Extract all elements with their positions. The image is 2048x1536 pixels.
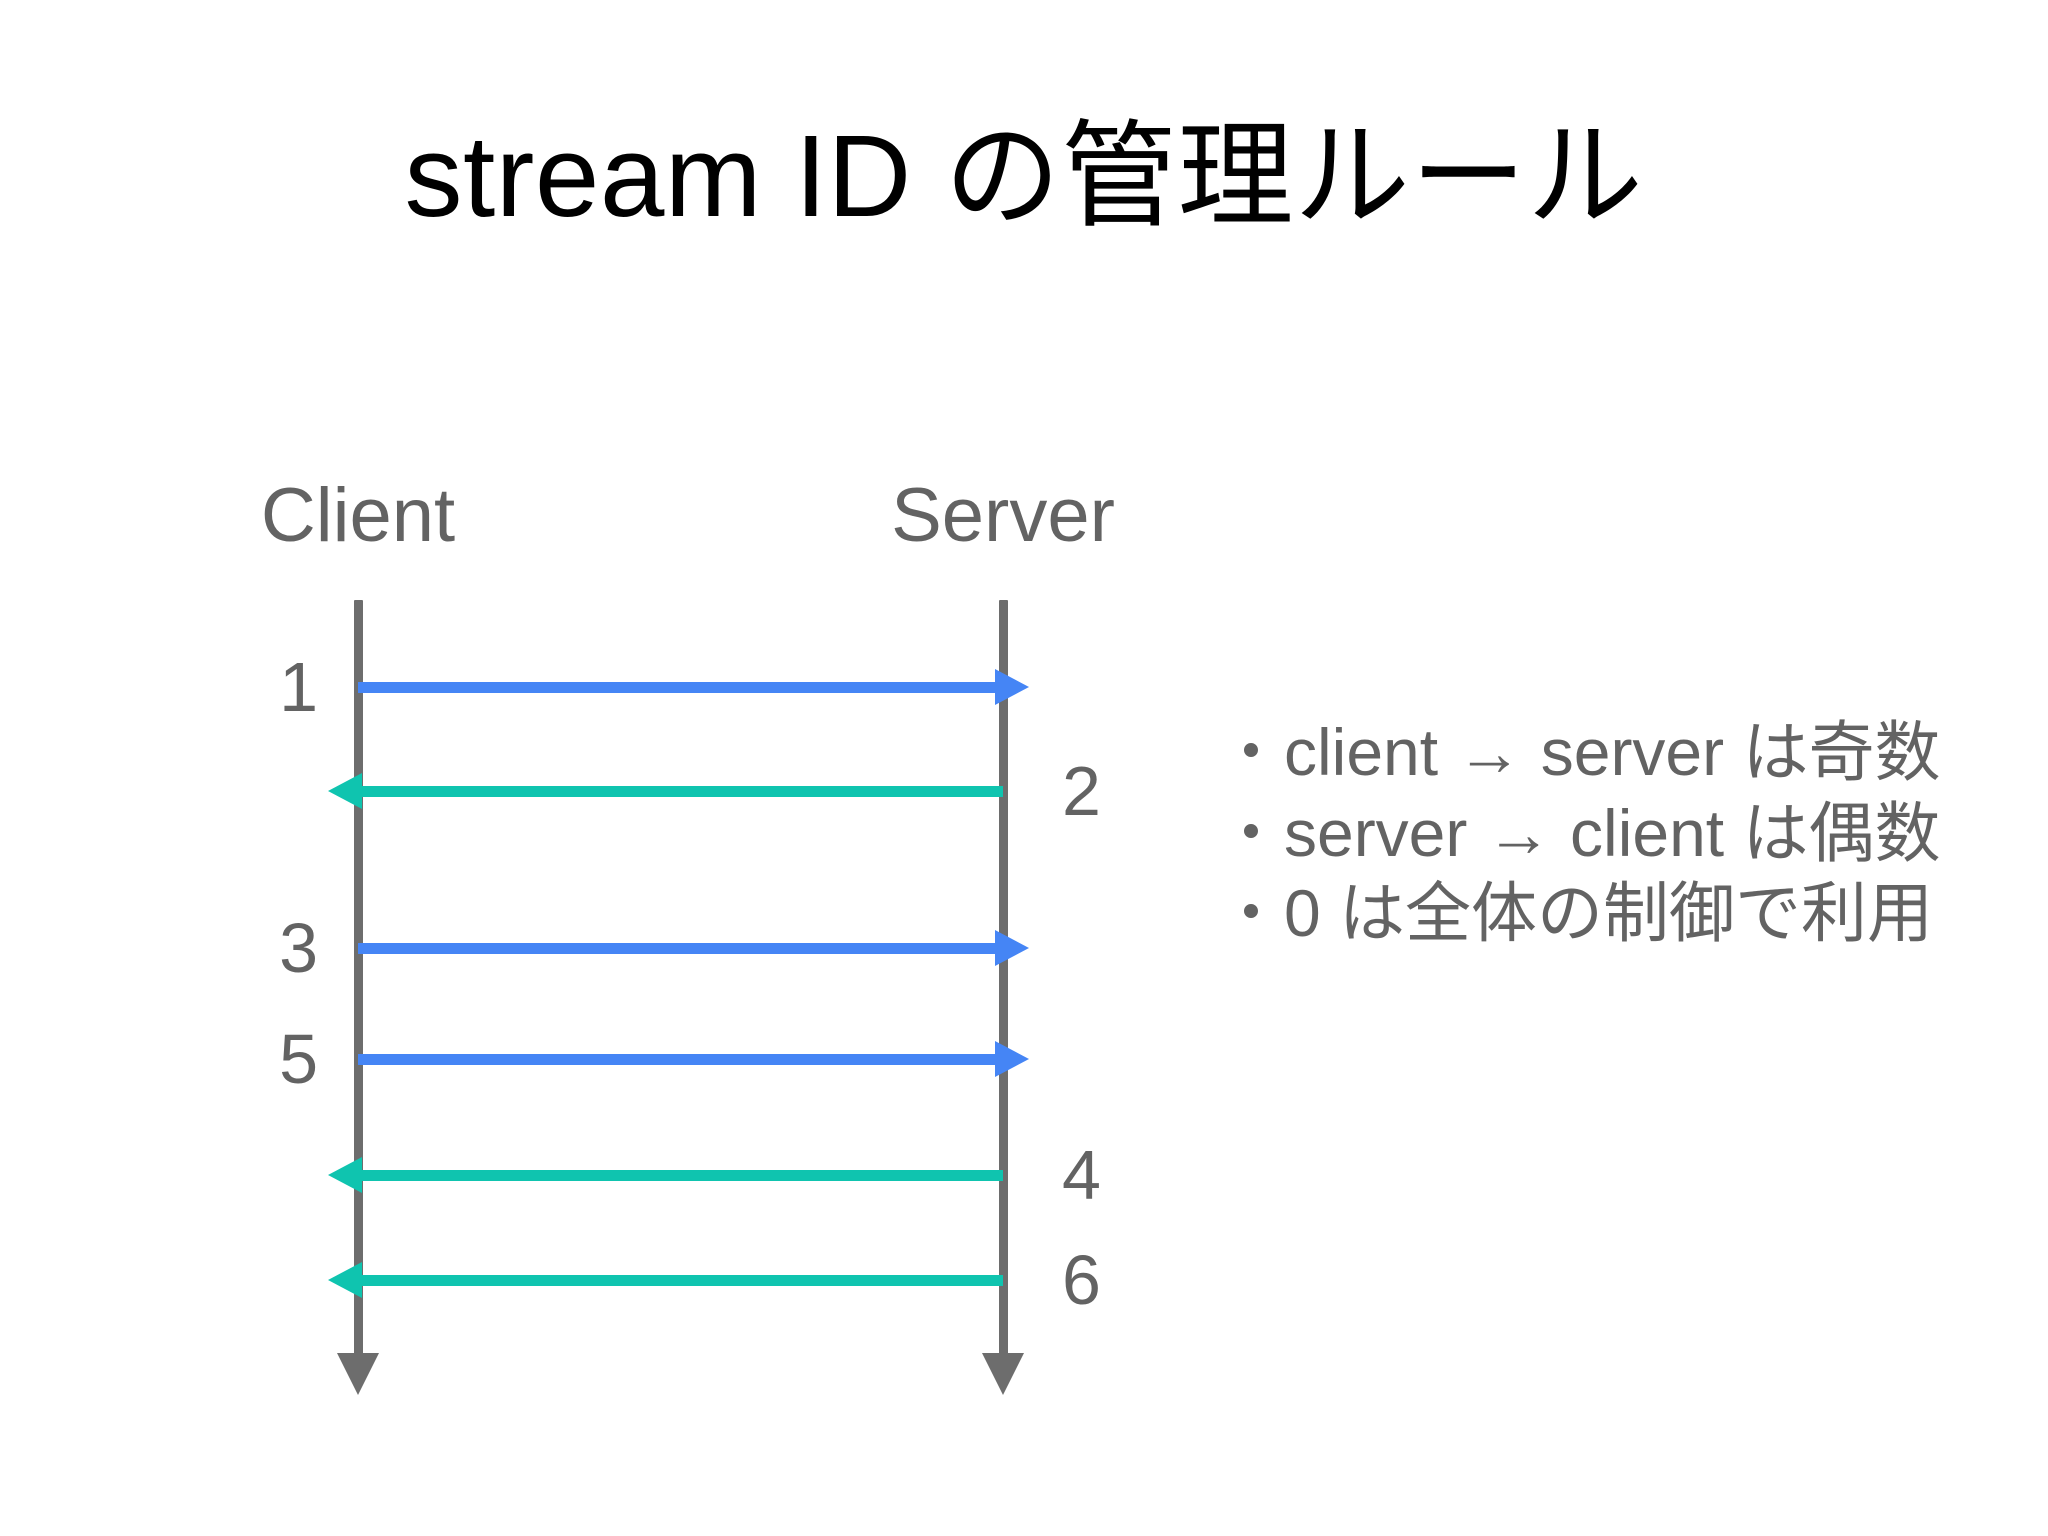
lifeline-client — [354, 600, 363, 1360]
arrow-shaft — [358, 1275, 1003, 1286]
arrow-shaft — [358, 786, 1003, 797]
arrowhead-left-icon — [328, 1157, 362, 1193]
stream-id-label-1: 1 — [279, 648, 318, 726]
arrow-shaft — [358, 943, 999, 954]
rule-item-zero: ・0 は全体の制御で利用 — [1218, 876, 1934, 951]
arrow-shaft — [358, 1170, 1003, 1181]
sequence-diagram: Client Server 1 2 3 5 — [260, 473, 1115, 1395]
actor-label-server: Server — [891, 473, 1115, 558]
stream-id-label-2: 2 — [1062, 752, 1101, 830]
lifeline-client-arrowhead-icon — [337, 1353, 379, 1395]
rule-item-even: ・server → client は偶数 — [1218, 795, 1941, 870]
arrowhead-right-icon — [995, 1041, 1029, 1077]
page-title: stream ID の管理ルール — [404, 111, 1644, 241]
arrow-shaft — [358, 1054, 999, 1065]
stream-id-label-3: 3 — [279, 909, 318, 987]
arrowhead-right-icon — [995, 930, 1029, 966]
stream-id-label-6: 6 — [1062, 1241, 1101, 1319]
arrowhead-left-icon — [328, 773, 362, 809]
arrowhead-left-icon — [328, 1262, 362, 1298]
arrowhead-right-icon — [995, 669, 1029, 705]
stream-id-label-5: 5 — [279, 1020, 318, 1098]
lifeline-server — [999, 600, 1008, 1360]
arrow-shaft — [358, 682, 999, 693]
rules-list: ・client → server は奇数 ・server → client は偶… — [1218, 712, 2028, 954]
lifeline-server-arrowhead-icon — [982, 1353, 1024, 1395]
actor-label-client: Client — [260, 473, 456, 558]
rule-item-odd: ・client → server は奇数 — [1218, 715, 1941, 789]
stream-id-label-4: 4 — [1062, 1136, 1101, 1214]
